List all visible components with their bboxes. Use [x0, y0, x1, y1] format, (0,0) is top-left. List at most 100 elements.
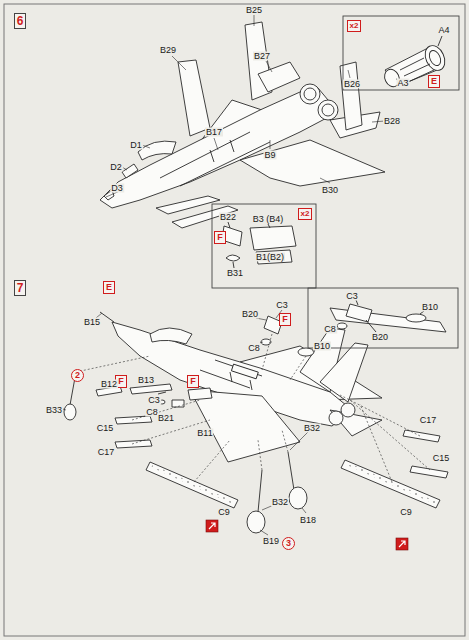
canopy-d1: [138, 141, 176, 160]
part-marker: x2: [298, 208, 312, 220]
part-number: B10: [313, 342, 331, 351]
callout-number: 3: [282, 537, 295, 550]
inset-intakes: [228, 222, 230, 228]
attach-lines: [282, 430, 288, 452]
part-number: A4: [437, 26, 450, 35]
leader-lines: [302, 508, 306, 513]
inset-airbrake: [356, 300, 358, 305]
marker-text: x2: [350, 22, 359, 30]
inset-airbrake: [308, 288, 458, 348]
part-b10: [406, 314, 426, 322]
inset-airbrake: [366, 320, 376, 332]
marker-text: F: [217, 233, 223, 242]
part-number: B27: [253, 52, 271, 61]
marker-text: 3: [286, 539, 291, 548]
step-number: 6: [14, 13, 26, 29]
wheel-b18: [289, 487, 307, 509]
leader-lines: [254, 15, 255, 26]
decal-icon: [399, 541, 405, 547]
page-frame: [4, 4, 465, 636]
part-marker: F: [279, 313, 291, 326]
windshield-d2: [122, 164, 138, 178]
pylon-c15: [410, 466, 448, 478]
stabilizer-b27: [258, 62, 300, 92]
part-number: B33: [45, 406, 63, 415]
marker-text: F: [190, 377, 196, 386]
pitot-b15: [100, 312, 114, 322]
attach-lines: [194, 440, 230, 482]
part-number: C9: [217, 508, 231, 517]
nozzle: [304, 88, 316, 100]
attach-lines: [262, 334, 272, 370]
drop-tank: [172, 206, 238, 228]
part-b3: [250, 226, 296, 250]
part-number: B10: [421, 303, 439, 312]
attach-lines: [258, 440, 262, 470]
pylon-c17: [115, 440, 152, 448]
wheel-b19: [247, 511, 265, 533]
leader-lines: [270, 140, 271, 149]
marker-text: 7: [17, 282, 24, 294]
part-marker: E: [428, 75, 440, 88]
leader-lines: [214, 138, 218, 150]
inset-engine: [343, 16, 459, 90]
attach-lines: [360, 404, 392, 482]
part-number: B28: [383, 117, 401, 126]
part-number: B22: [219, 213, 237, 222]
step-number: 7: [14, 280, 26, 296]
part-number: B9: [263, 151, 276, 160]
part-b21: [172, 400, 184, 407]
strut-b32: [288, 452, 294, 490]
part-number: C15: [432, 454, 451, 463]
part-number: A3: [396, 79, 409, 88]
nose-wheel: [64, 404, 76, 420]
attach-lines: [76, 334, 430, 482]
decal-icon: [209, 523, 215, 529]
leader-lines: [142, 145, 150, 148]
part-number: B32: [271, 498, 289, 507]
attach-lines: [76, 356, 150, 372]
part-number: B31: [226, 269, 244, 278]
leader-lines: [260, 530, 268, 535]
nozzle: [322, 104, 334, 116]
part-marker: E: [103, 281, 115, 294]
nozzle: [318, 100, 338, 120]
part-number: B1(B2): [255, 253, 285, 262]
part-marker: F: [187, 375, 199, 388]
part-number: C15: [96, 424, 115, 433]
part-marker: F: [214, 231, 226, 244]
leader-lines: [60, 310, 316, 535]
part-number: C3: [275, 301, 289, 310]
part-number: B20: [371, 333, 389, 342]
part-number: C3: [345, 292, 359, 301]
canopy: [150, 328, 192, 344]
decal-icon: [206, 520, 218, 532]
part-number: C8: [323, 325, 337, 334]
inset-intakes: [268, 224, 270, 228]
part-number: D3: [110, 184, 124, 193]
nozzle: [329, 411, 343, 425]
part-number: B15: [83, 318, 101, 327]
page-frame: [4, 4, 465, 636]
part-number: B25: [245, 6, 263, 15]
decal-icon: [396, 538, 408, 550]
nozzle: [341, 403, 355, 417]
part-marker: x2: [347, 20, 361, 32]
inset-airbrake: [337, 326, 338, 327]
part-b20: [346, 304, 372, 322]
part-number: D1: [129, 141, 143, 150]
marker-text: F: [118, 377, 124, 386]
panel-lines: [160, 132, 270, 186]
part-number: B11: [196, 429, 213, 438]
marker-text: E: [431, 77, 437, 86]
part-number: B21: [157, 414, 175, 423]
part-number: B12: [100, 380, 118, 389]
part-b31: [226, 255, 240, 261]
inset-airbrake: [308, 288, 458, 348]
leader-lines: [320, 178, 330, 183]
part-number: D2: [109, 163, 123, 172]
stabilizer: [330, 410, 382, 436]
marker-text: F: [282, 315, 288, 324]
part-number: C9: [399, 508, 413, 517]
part-c3: [158, 392, 166, 394]
